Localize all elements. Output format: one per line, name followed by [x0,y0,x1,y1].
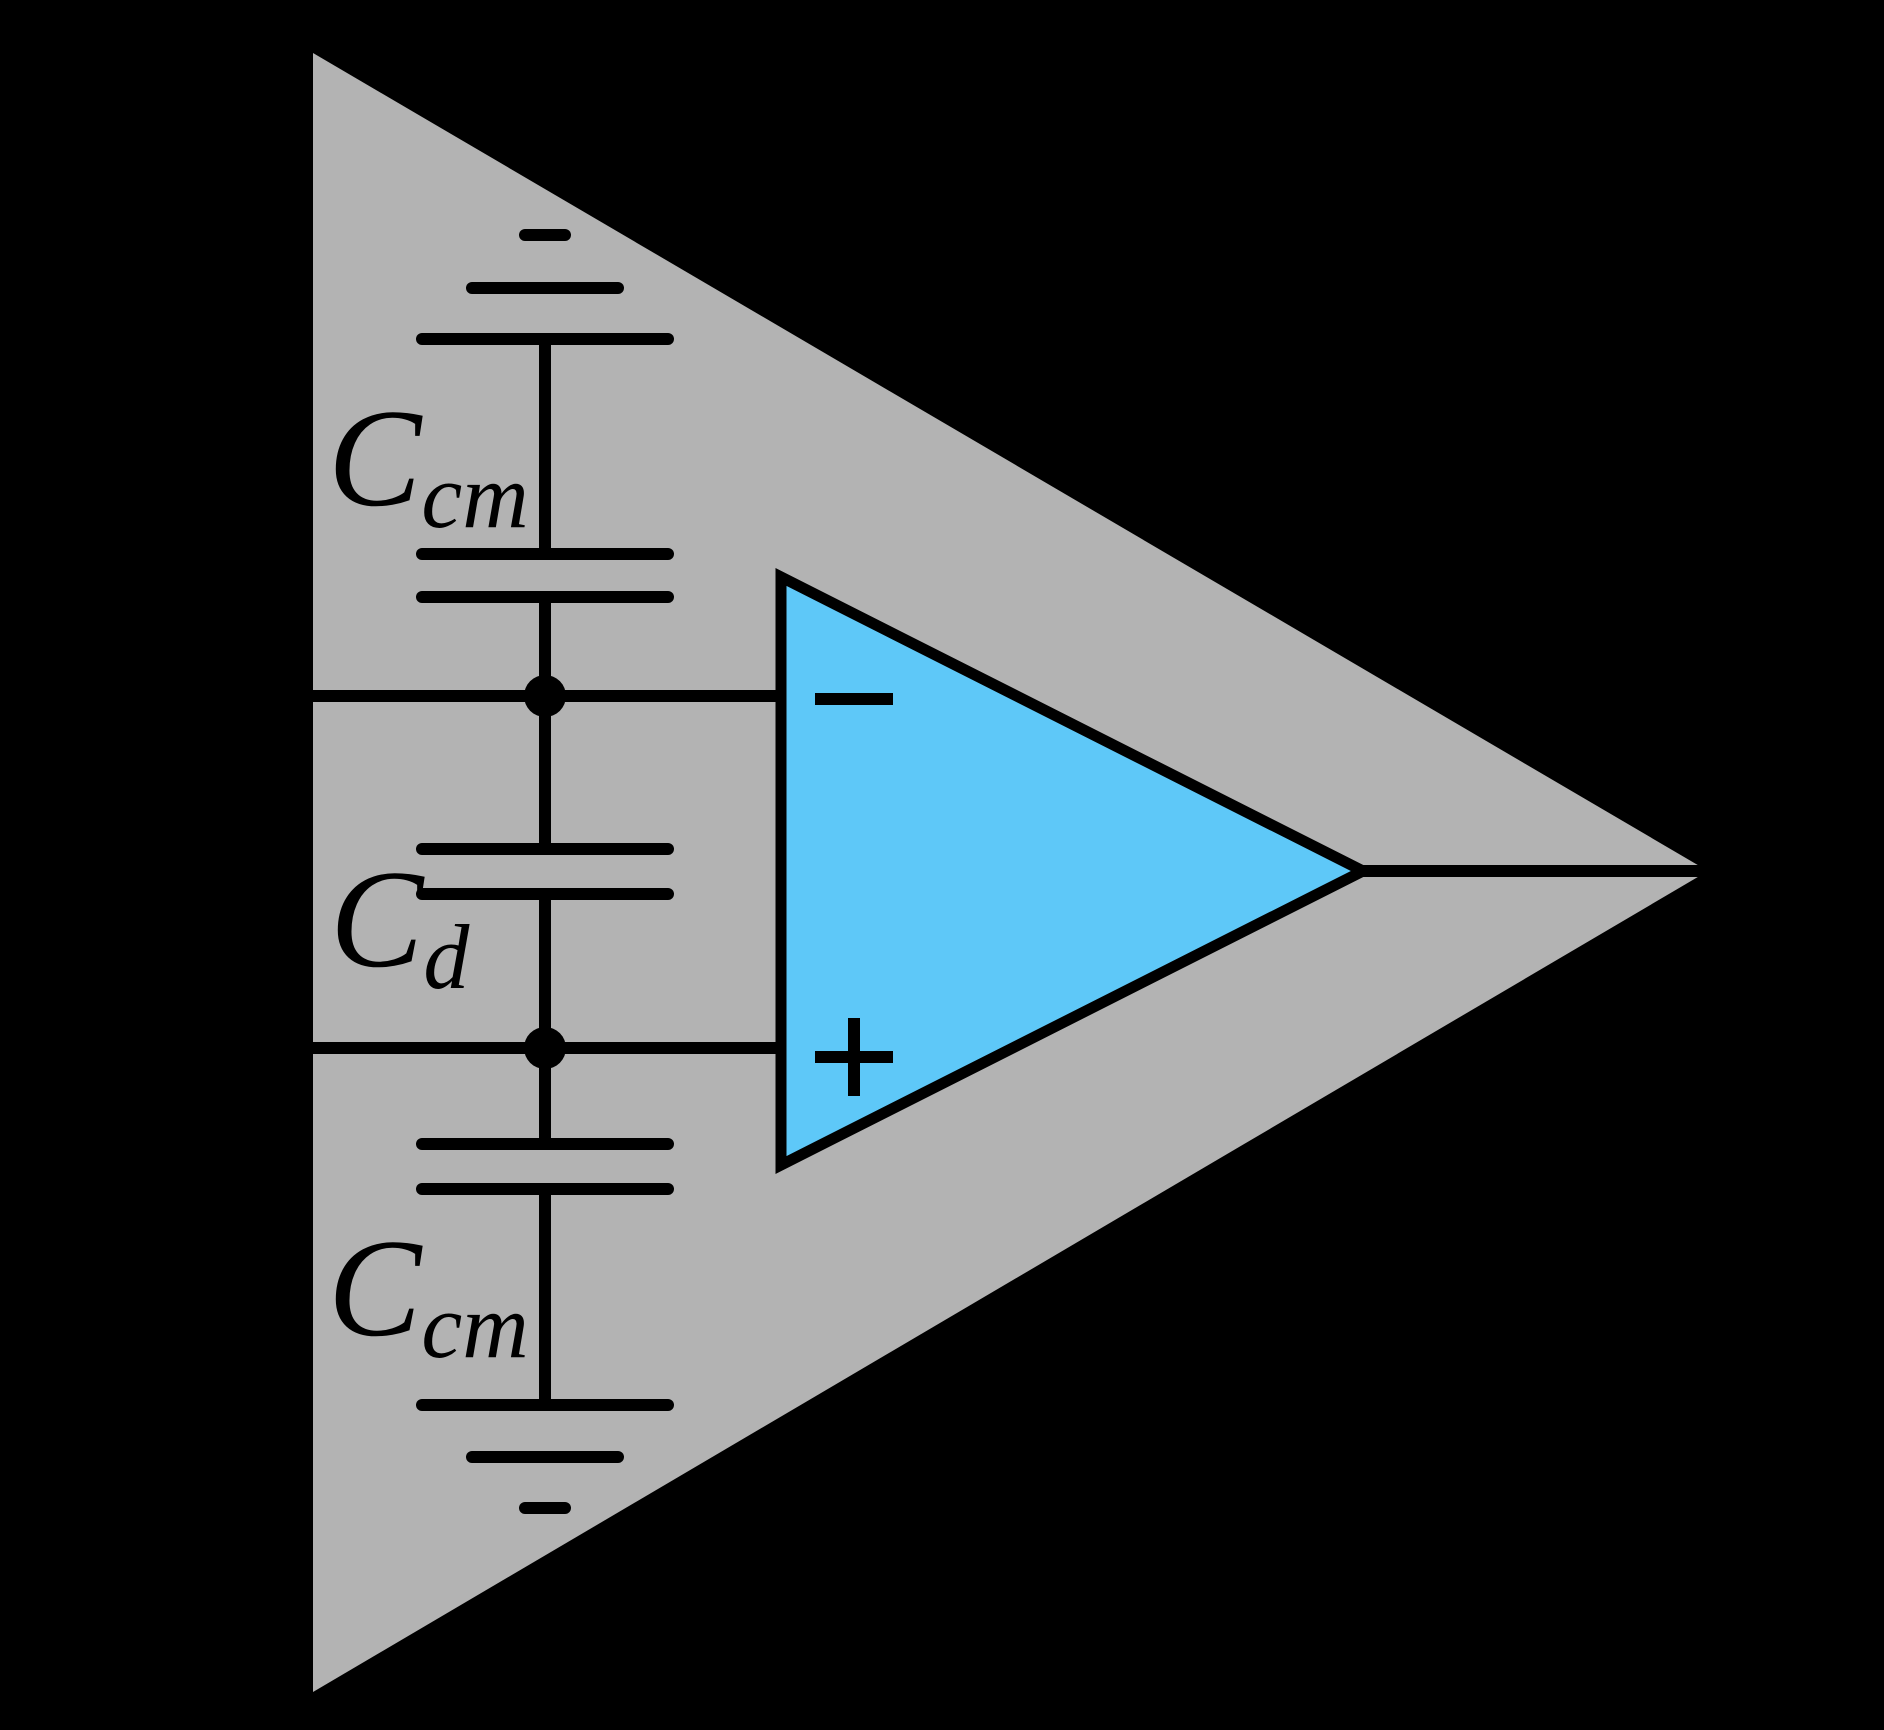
label-main: C [328,1211,423,1366]
label-main: C [328,381,423,536]
capacitor-cd [416,843,674,900]
opamp-triangle [775,568,1376,1174]
label-cd: Cd [330,842,470,1008]
plus-icon: + [815,1018,893,1096]
ground-symbol-bottom [416,1399,674,1514]
junction-dot-inverting [524,675,566,717]
label-ccm-bottom: Ccm [328,1211,529,1377]
capacitor-ccm-top [416,548,674,603]
label-main: C [330,842,425,997]
ground-symbol-top [416,229,674,345]
label-ccm-top: Ccm [328,381,529,547]
label-subscript: d [423,906,470,1008]
capacitor-ccm-bottom [416,1138,674,1195]
junction-dot-noninverting [524,1027,566,1069]
label-subscript: cm [421,1275,528,1377]
label-subscript: cm [421,445,528,547]
